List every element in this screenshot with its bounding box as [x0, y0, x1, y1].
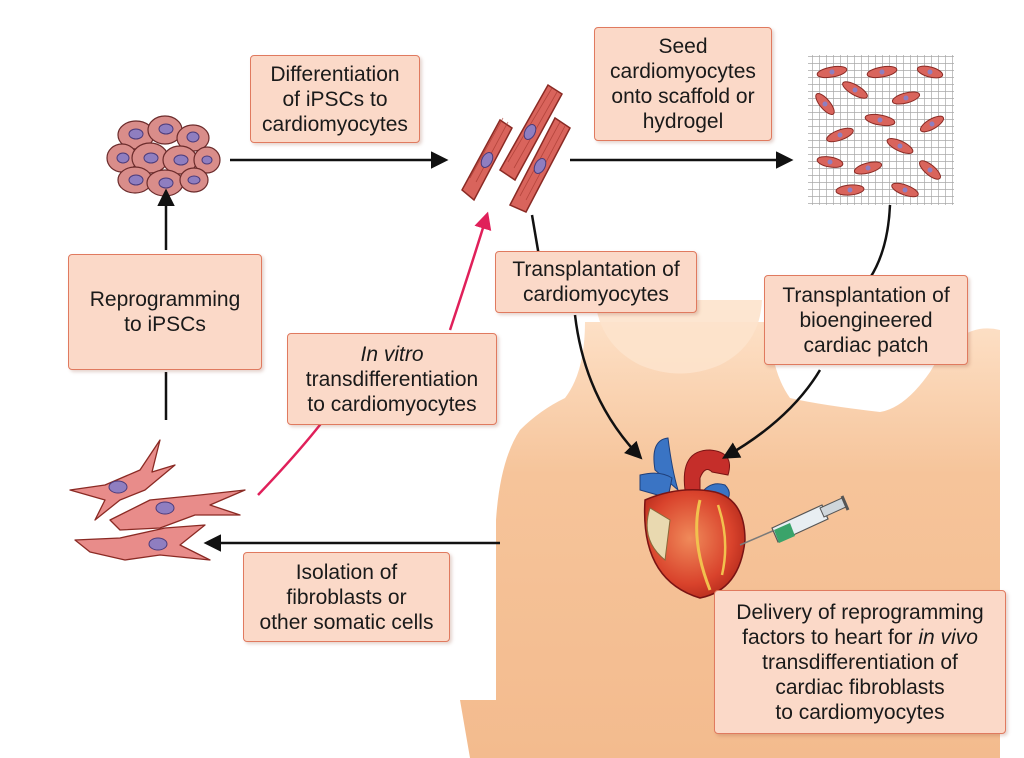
- label-line-italic: In vitro: [360, 342, 424, 366]
- label-line: Delivery of reprogramming: [736, 600, 984, 624]
- label-line: Reprogramming: [89, 288, 241, 311]
- label-fragment-italic: in vivo: [918, 625, 978, 649]
- label-line: bioengineered: [799, 308, 933, 332]
- label-line: Transplantation of: [512, 258, 680, 281]
- fibroblasts-icon: [69, 439, 246, 561]
- label-line: Differentiation: [270, 62, 400, 86]
- label-line: to cardiomyocytes: [775, 700, 945, 724]
- label-delivery-of-reprogramming-factors: Delivery of reprogramming factors to hea…: [714, 590, 1006, 734]
- label-line: other somatic cells: [259, 610, 434, 634]
- label-line: Seed: [658, 35, 708, 58]
- label-line: Transplantation of: [782, 283, 950, 307]
- label-line: Isolation of: [295, 560, 398, 584]
- label-line: factors to heart for in vivo: [742, 625, 978, 650]
- label-line: to iPSCs: [124, 313, 206, 336]
- label-seed-cardiomyocytes: Seed cardiomyocytes onto scaffold or hyd…: [594, 27, 772, 141]
- label-line: cardiomyocytes: [262, 112, 408, 136]
- scaffold-with-cells-icon: [808, 55, 954, 205]
- label-fragment: factors to heart for: [742, 625, 919, 649]
- label-reprogramming: Reprogramming to iPSCs: [68, 254, 262, 370]
- syringe-icon: [739, 495, 850, 546]
- label-line: of iPSCs to: [282, 87, 388, 111]
- label-differentiation: Differentiation of iPSCs to cardiomyocyt…: [250, 55, 420, 143]
- heart-icon: [639, 437, 746, 599]
- label-line: fibroblasts or: [286, 585, 407, 609]
- label-transplantation-cardiac-patch: Transplantation of bioengineered cardiac…: [764, 275, 968, 365]
- label-line: to cardiomyocytes: [307, 392, 477, 416]
- label-transplantation-cardiomyocytes: Transplantation of cardiomyocytes: [495, 251, 697, 313]
- label-line: cardiac patch: [803, 333, 929, 357]
- label-line: cardiomyocytes: [610, 60, 756, 83]
- cardiomyocytes-icon: [461, 83, 571, 213]
- label-line: hydrogel: [642, 110, 724, 133]
- label-line: onto scaffold or: [611, 85, 755, 108]
- label-in-vitro-transdifferentiation: In vitro transdifferentiation to cardiom…: [287, 333, 497, 425]
- label-line: cardiac fibroblasts: [775, 675, 945, 699]
- label-line: transdifferentiation: [305, 367, 479, 391]
- label-isolation-of-fibroblasts: Isolation of fibroblasts or other somati…: [243, 552, 450, 642]
- label-line: cardiomyocytes: [523, 283, 669, 306]
- ipsc-colony-icon: [106, 115, 221, 197]
- label-line: transdifferentiation of: [762, 650, 958, 674]
